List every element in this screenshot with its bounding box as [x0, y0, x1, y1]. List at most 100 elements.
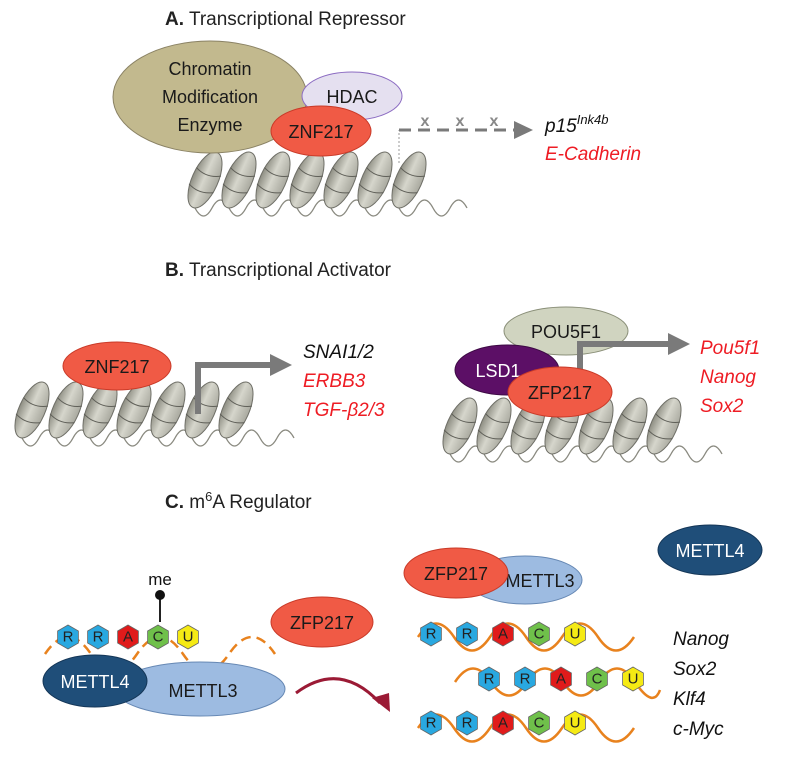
- base-hexagon: [492, 621, 514, 647]
- panel-b-title: Transcriptional Activator: [189, 260, 392, 281]
- zfp217-mid-ellipse: [270, 596, 374, 648]
- base-letter: U: [570, 715, 581, 732]
- gene-e-cadherin: E-Cadherin: [545, 144, 641, 165]
- rna-base-A-row3: A: [492, 710, 514, 736]
- zfp217-top-label: ZFP217: [424, 564, 488, 584]
- rna-base-C-row2: C: [586, 666, 608, 692]
- rna-base-A-row2: A: [550, 666, 572, 692]
- base-letter: R: [63, 629, 74, 646]
- lsd1-label: LSD1: [475, 361, 520, 381]
- mettl3-top-label: METTL3: [505, 571, 574, 591]
- nucleosome: [218, 381, 254, 439]
- rna-strand-right-1: [416, 622, 636, 652]
- rna-base-R-left: R: [57, 624, 79, 650]
- panel-c-title-m: m: [189, 492, 205, 513]
- rna-base-U-row1: U: [564, 621, 586, 647]
- base-letter: A: [556, 671, 566, 688]
- nucleosome: [612, 397, 648, 455]
- base-hexagon: [492, 710, 514, 736]
- zfp217-b-ellipse: [507, 366, 613, 418]
- gene-erbb3: ERBB3: [303, 371, 366, 392]
- base-letter: R: [426, 715, 437, 732]
- activation-arrow-left-head: [270, 354, 292, 376]
- rna-base-R-row3: R: [456, 710, 478, 736]
- activation-arrow-left: [195, 362, 272, 414]
- base-hexagon: [177, 624, 199, 650]
- base-letter: C: [592, 671, 603, 688]
- mettl4-left-label: METTL4: [60, 672, 129, 692]
- panel-c-letter: C.: [165, 492, 184, 513]
- base-hexagon: [57, 624, 79, 650]
- base-hexagon: [514, 666, 536, 692]
- mettl4-top-ellipse: [657, 524, 763, 576]
- rna-base-R-left: R: [87, 624, 109, 650]
- activation-arrow-right-head: [668, 333, 690, 355]
- rna-base-R-row1: R: [456, 621, 478, 647]
- block-mark-3: x: [490, 113, 499, 130]
- rna-base-U-left: U: [177, 624, 199, 650]
- rna-base-R-row2: R: [478, 666, 500, 692]
- base-letter: U: [570, 626, 581, 643]
- base-hexagon: [586, 666, 608, 692]
- rna-base-C-row1: C: [528, 621, 550, 647]
- base-letter: R: [462, 715, 473, 732]
- block-mark-2: x: [456, 113, 465, 130]
- base-hexagon: [456, 621, 478, 647]
- rna-base-R-row2: R: [514, 666, 536, 692]
- base-letter: U: [183, 629, 194, 646]
- gene-snai: SNAI1/2: [303, 342, 374, 363]
- mettl4-top-label: METTL4: [675, 541, 744, 561]
- base-hexagon: [478, 666, 500, 692]
- znf217-b-label: ZNF217: [84, 357, 149, 377]
- curved-arrow: [295, 677, 382, 705]
- hdac-label: HDAC: [326, 87, 377, 107]
- base-hexagon: [420, 621, 442, 647]
- nucleosome: [323, 151, 359, 209]
- znf217-a-label: ZNF217: [288, 122, 353, 142]
- base-hexagon: [564, 621, 586, 647]
- zfp217-b-label: ZFP217: [528, 383, 592, 403]
- base-letter: R: [484, 671, 495, 688]
- gene-tgf: TGF-β2/3: [303, 400, 385, 421]
- base-hexagon: [420, 710, 442, 736]
- panel-a-letter: A.: [165, 9, 184, 30]
- base-letter: C: [534, 715, 545, 732]
- gene-nanog-c: Nanog: [673, 629, 729, 650]
- base-letter: R: [462, 626, 473, 643]
- nucleosome: [289, 151, 325, 209]
- base-hexagon: [528, 710, 550, 736]
- nucleosome-array-b-left: [14, 381, 295, 447]
- panel-b: B. Transcriptional Activator ZNF217 SNAI…: [14, 260, 760, 463]
- nucleosome-array-a: [187, 151, 468, 217]
- panel-b-heading: B. Transcriptional Activator: [165, 260, 392, 281]
- rna-base-A-row1: A: [492, 621, 514, 647]
- rna-base-A-left: A: [117, 624, 139, 650]
- nucleosome: [187, 151, 223, 209]
- panel-c-title-rest: A Regulator: [212, 492, 312, 513]
- chromatin-label-3: Enzyme: [177, 115, 242, 135]
- base-letter: U: [628, 671, 639, 688]
- rna-strand-right-3: [416, 713, 636, 743]
- rna-base-U-row2: U: [622, 666, 644, 692]
- zfp217-top-ellipse: [403, 547, 509, 599]
- panel-c-heading: C. m6A Regulator: [165, 489, 312, 513]
- rna-base-R-row1: R: [420, 621, 442, 647]
- nucleosome: [221, 151, 257, 209]
- rna-base-R-row3: R: [420, 710, 442, 736]
- nucleosome: [357, 151, 393, 209]
- gene-sox2-c: Sox2: [673, 659, 717, 680]
- nucleosome: [442, 397, 478, 455]
- base-letter: R: [426, 626, 437, 643]
- base-letter: A: [123, 629, 133, 646]
- gene-nanog-b: Nanog: [700, 367, 756, 388]
- base-letter: A: [498, 626, 508, 643]
- rna-base-U-row3: U: [564, 710, 586, 736]
- gene-p15-superscript: Ink4b: [577, 112, 609, 127]
- base-letter: R: [93, 629, 104, 646]
- chromatin-label-2: Modification: [162, 87, 258, 107]
- znf217-a-ellipse: [270, 105, 372, 157]
- nucleosome: [184, 381, 220, 439]
